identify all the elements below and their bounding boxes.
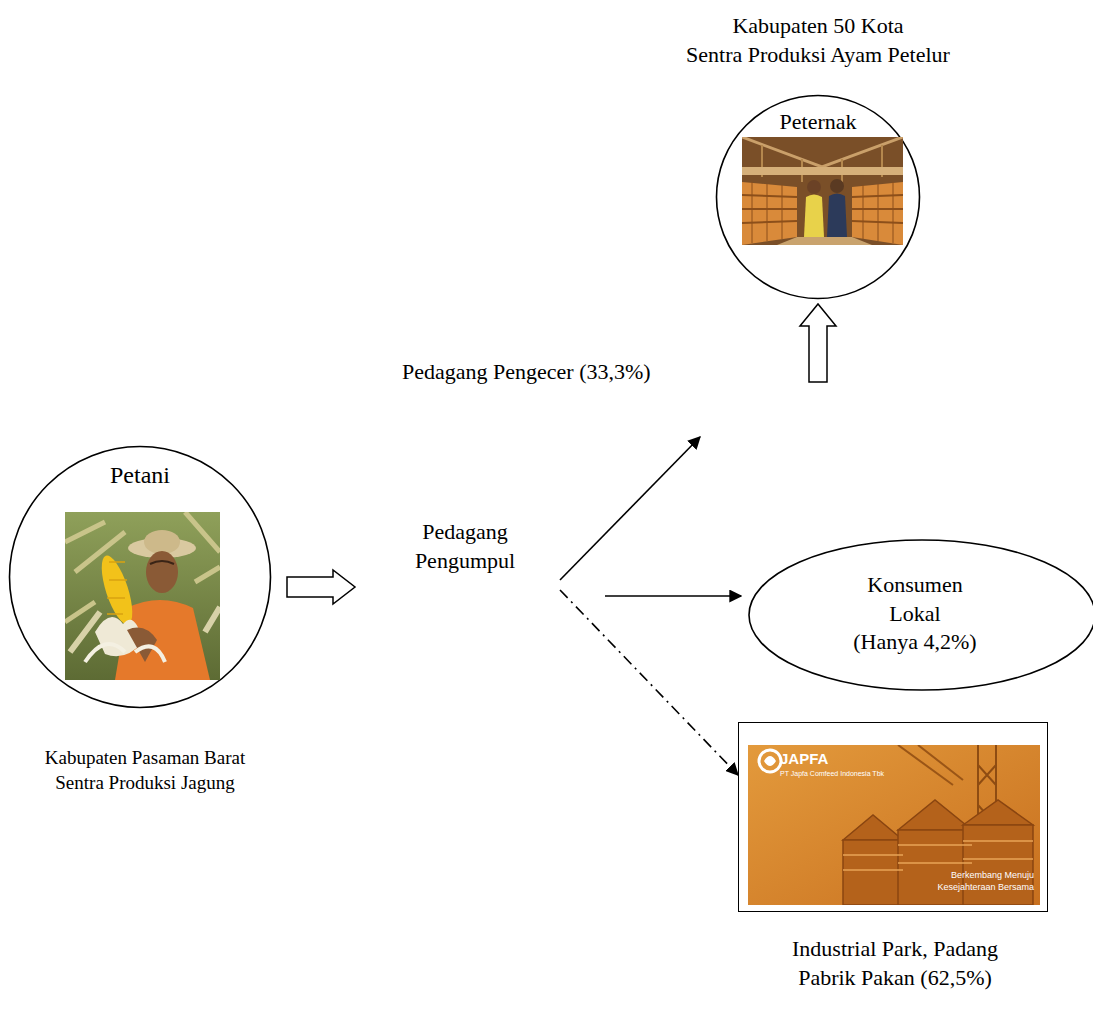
- illustration-part: [65, 512, 220, 680]
- region-caption: Kabupaten 50 Kota Sentra Produksi Ayam P…: [666, 12, 970, 69]
- illustration-part: [963, 800, 1033, 825]
- feedmill-node: JAPFAPT Japfa Comfeed Indonesia TbkBerke…: [730, 718, 1060, 1008]
- illustration-part: [127, 628, 157, 662]
- text-line: Sentra Produksi Jagung: [0, 771, 292, 796]
- illustration-part: [804, 195, 824, 238]
- illustration-part: [843, 815, 903, 840]
- illustration-part: [764, 756, 776, 766]
- slogan-text: Berkembang Menuju Kesejahteraan Bersama: [872, 870, 1034, 893]
- text-line: Industrial Park, Padang: [728, 935, 1062, 964]
- region-caption: Industrial Park, Padang Pabrik Pakan (62…: [728, 935, 1062, 992]
- retail-arrow-up: [800, 304, 836, 382]
- text-line: Konsumen: [803, 571, 1027, 600]
- text-line: Kesejahteraan Bersama: [872, 882, 1034, 894]
- collector-node: Pedagang Pengumpul: [370, 512, 560, 590]
- illustration-part: [963, 825, 1033, 905]
- illustration-part: [742, 167, 903, 175]
- illustration-part: [742, 137, 903, 245]
- illustration-part: [759, 750, 781, 772]
- node-title: Pedagang Pengumpul: [368, 518, 562, 575]
- hollow-arrow-shape: [287, 570, 355, 604]
- illustration-part: [843, 840, 903, 905]
- illustration-part: [777, 237, 872, 245]
- illustration-part: [742, 137, 903, 167]
- dashdot-arrow: [560, 590, 738, 775]
- region-caption: Kabupaten Pasaman Barat Sentra Produksi …: [0, 746, 292, 795]
- illustration-part: [898, 800, 972, 830]
- barn-photo: [742, 137, 903, 245]
- retail-arrow-line: [560, 437, 700, 580]
- illustration-part: [107, 562, 127, 614]
- text-line: Petani: [6, 460, 274, 491]
- farmer-node: PetaniKabupaten Pasaman Barat Sentra Pro…: [0, 440, 290, 820]
- text-line: Berkembang Menuju: [872, 870, 1034, 882]
- illustration-part: [827, 194, 847, 238]
- text-line: Sentra Produksi Ayam Petelur: [666, 41, 970, 70]
- retail-arrow: [560, 304, 836, 580]
- farmer-photo: [65, 512, 220, 680]
- dashdot-arrow-line: [560, 590, 738, 775]
- illustration-part: [742, 182, 797, 245]
- text-line: Pabrik Pakan (62,5%): [728, 964, 1062, 993]
- logo-text: JAPFA: [780, 749, 904, 769]
- illustration-part: [807, 180, 821, 194]
- illustration-part: [898, 745, 963, 785]
- illustration-part: [898, 830, 972, 905]
- company-name: PT Japfa Comfeed Indonesia Tbk: [780, 769, 934, 778]
- node-title: Peternak: [713, 108, 923, 137]
- illustration-part: [144, 530, 180, 554]
- flow-arrow-line: [605, 595, 741, 597]
- text-line: Kabupaten 50 Kota: [666, 12, 970, 41]
- illustration-part: [146, 551, 178, 593]
- flow-arrow: [605, 596, 741, 597]
- edge-label: Pedagang Pengecer (33,3%): [400, 358, 653, 387]
- text-line: PT Japfa Comfeed Indonesia Tbk: [780, 769, 934, 778]
- text-line: Kabupaten Pasaman Barat: [0, 746, 292, 771]
- consumer-ellipse-outline: [749, 540, 1093, 690]
- node-title: Petani: [6, 460, 274, 491]
- text-line: (Hanya 4,2%): [803, 628, 1027, 657]
- illustration-part: [95, 552, 138, 627]
- feedmill-photo: [748, 745, 1040, 905]
- illustration-part: [843, 800, 1033, 905]
- illustration-part: [150, 561, 174, 564]
- illustration-part: [830, 179, 844, 193]
- illustration-part: [748, 745, 1040, 905]
- node-title: Konsumen Lokal (Hanya 4,2%): [803, 571, 1027, 657]
- breeder-node: Kabupaten 50 Kota Sentra Produksi Ayam P…: [668, 8, 968, 308]
- text-line: Pengumpul: [368, 547, 562, 576]
- illustration-part: [85, 644, 165, 662]
- illustration-part: [762, 145, 882, 182]
- illustration-part: [843, 841, 1033, 870]
- hollow-arrow: [287, 570, 355, 604]
- text-line: JAPFA: [780, 749, 904, 769]
- illustration-part: [752, 182, 893, 243]
- text-line: Peternak: [713, 108, 923, 137]
- text-line: Pedagang: [368, 518, 562, 547]
- text-line: Lokal: [803, 600, 1027, 629]
- consumer-node: Konsumen Lokal (Hanya 4,2%): [747, 538, 1093, 692]
